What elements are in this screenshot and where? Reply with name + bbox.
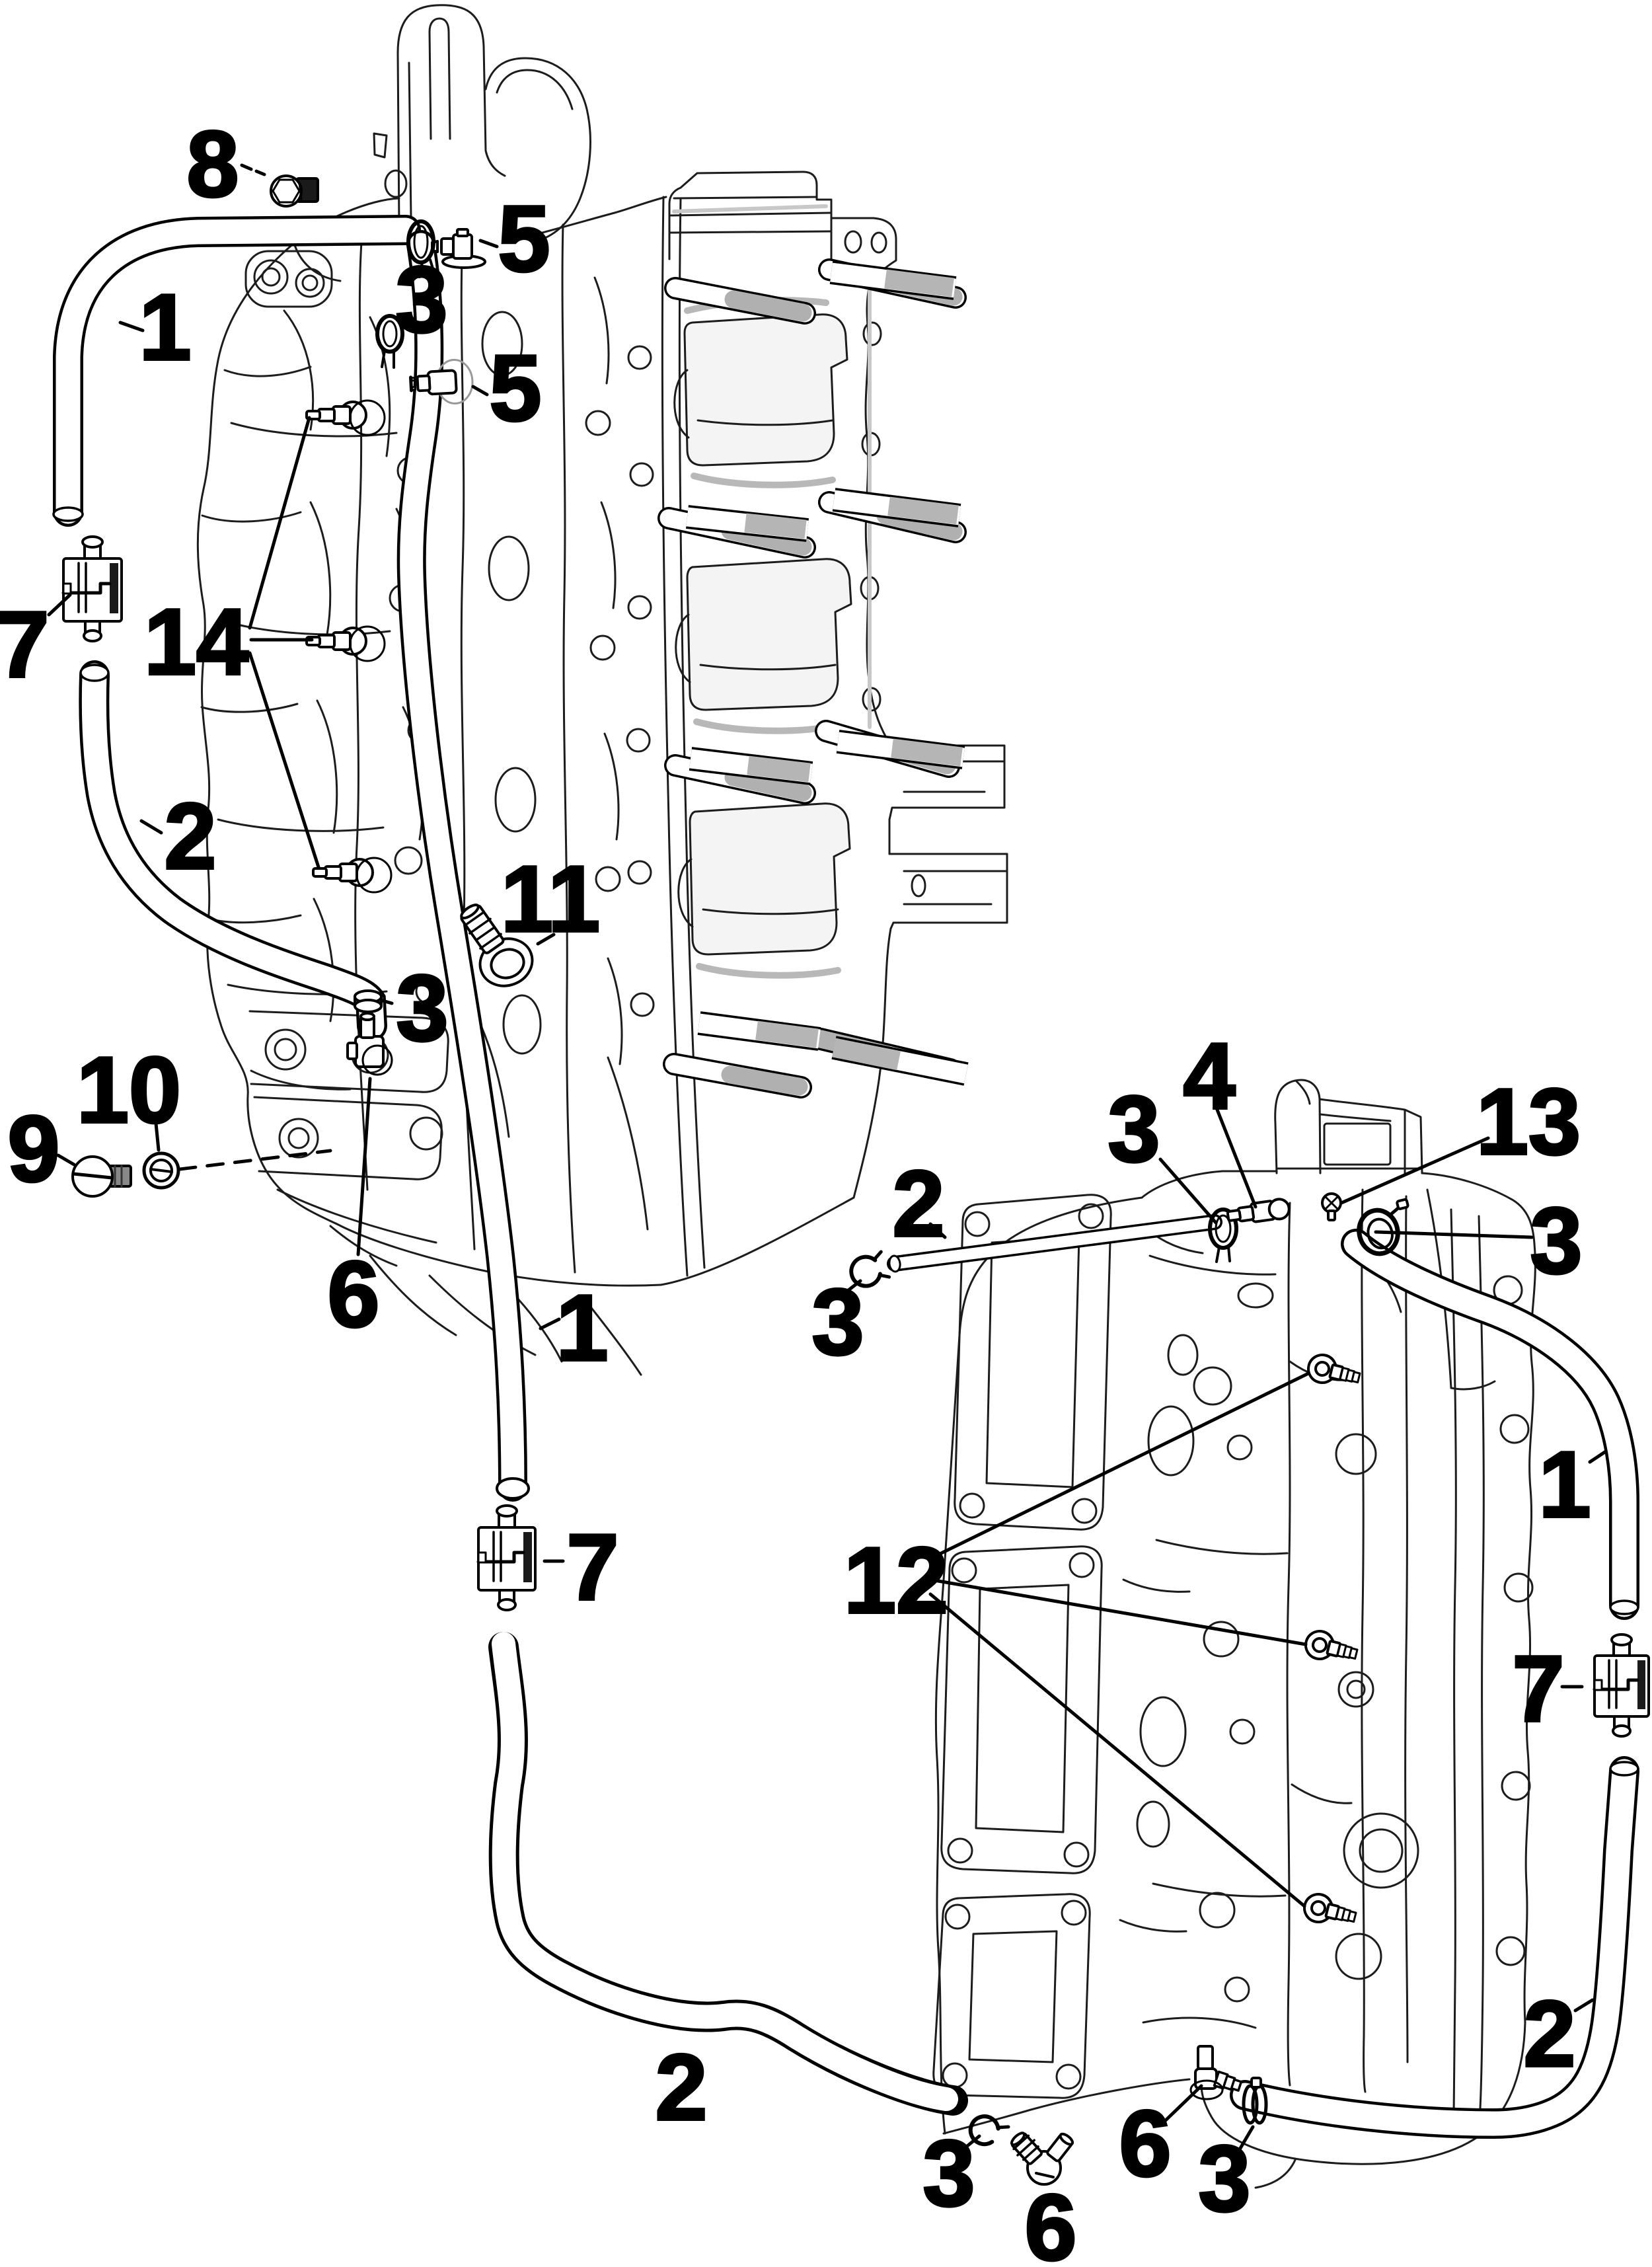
svg-text:14: 14 — [144, 590, 248, 695]
svg-text:4: 4 — [1183, 1024, 1236, 1129]
svg-text:6: 6 — [1025, 2175, 1077, 2267]
svg-text:2: 2 — [165, 784, 217, 889]
svg-text:5: 5 — [490, 336, 542, 441]
svg-text:3: 3 — [396, 956, 449, 1061]
svg-text:7: 7 — [567, 1515, 619, 1620]
svg-text:6: 6 — [1119, 2091, 1172, 2196]
svg-text:1: 1 — [1539, 1432, 1591, 1537]
svg-text:13: 13 — [1476, 1069, 1581, 1174]
svg-text:2: 2 — [656, 2035, 708, 2140]
svg-text:7: 7 — [1513, 1636, 1565, 1742]
svg-text:3: 3 — [1199, 2126, 1251, 2231]
svg-text:3: 3 — [1108, 1077, 1160, 1182]
svg-text:6: 6 — [328, 1242, 380, 1347]
svg-text:9: 9 — [8, 1096, 60, 1202]
svg-text:5: 5 — [498, 186, 550, 291]
svg-text:3: 3 — [1530, 1188, 1583, 1293]
svg-text:2: 2 — [1524, 1981, 1576, 2087]
svg-text:2: 2 — [893, 1151, 945, 1256]
svg-text:7: 7 — [0, 592, 49, 697]
svg-text:3: 3 — [923, 2121, 975, 2226]
svg-text:1: 1 — [556, 1276, 609, 1381]
svg-text:8: 8 — [187, 112, 239, 217]
svg-text:10: 10 — [77, 1038, 181, 1143]
svg-text:3: 3 — [812, 1270, 864, 1375]
svg-text:12: 12 — [844, 1528, 948, 1633]
svg-text:1: 1 — [139, 275, 192, 380]
svg-text:11: 11 — [501, 847, 600, 952]
svg-text:3: 3 — [396, 247, 448, 352]
